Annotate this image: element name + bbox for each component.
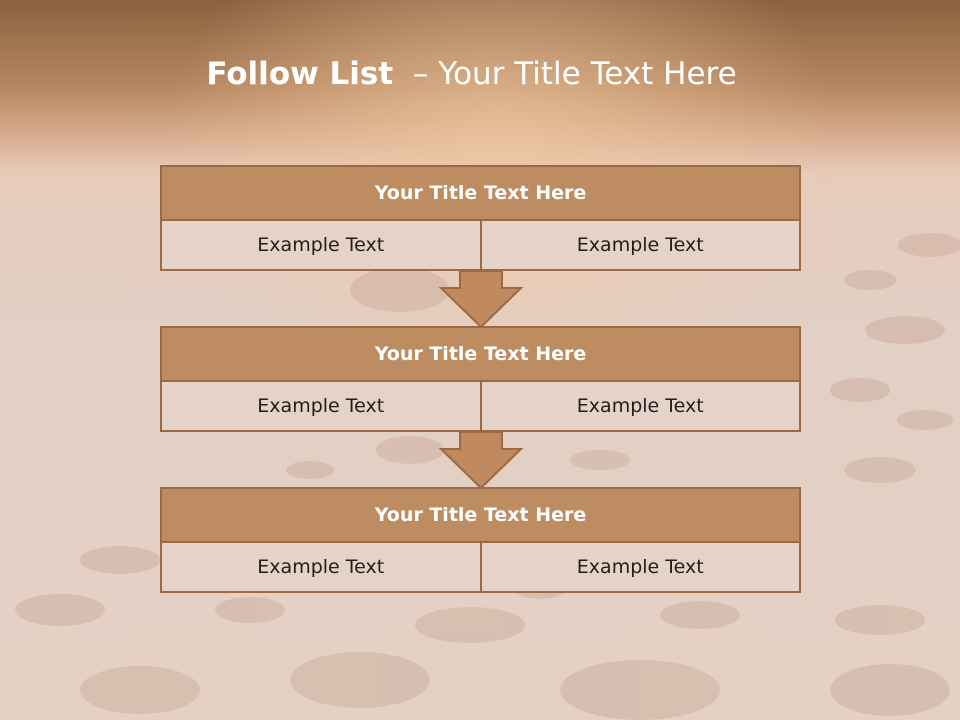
block-cell-left: Example Text: [257, 395, 385, 417]
block-cell-right: Example Text: [479, 382, 800, 430]
block-row: Example Text Example Text: [160, 221, 801, 271]
list-block-2: Your Title Text Here Example Text Exampl…: [160, 326, 801, 432]
block-cell-left: Example Text: [257, 556, 385, 578]
down-arrow-icon: [438, 270, 524, 329]
block-title: Your Title Text Here: [160, 487, 801, 543]
slide-title: Follow List – Your Title Text Here: [0, 56, 943, 92]
block-row: Example Text Example Text: [160, 382, 801, 432]
block-cell-left: Example Text: [257, 234, 385, 256]
slide-title-rest: – Your Title Text Here: [393, 56, 737, 92]
slide-title-bold: Follow List: [206, 56, 394, 92]
list-block-3: Your Title Text Here Example Text Exampl…: [160, 487, 801, 593]
block-title: Your Title Text Here: [160, 326, 801, 382]
block-cell-right: Example Text: [479, 543, 800, 591]
down-arrow-icon: [438, 431, 524, 490]
block-cell-right: Example Text: [479, 221, 800, 269]
block-row: Example Text Example Text: [160, 543, 801, 593]
block-title: Your Title Text Here: [160, 165, 801, 221]
list-block-1: Your Title Text Here Example Text Exampl…: [160, 165, 801, 271]
